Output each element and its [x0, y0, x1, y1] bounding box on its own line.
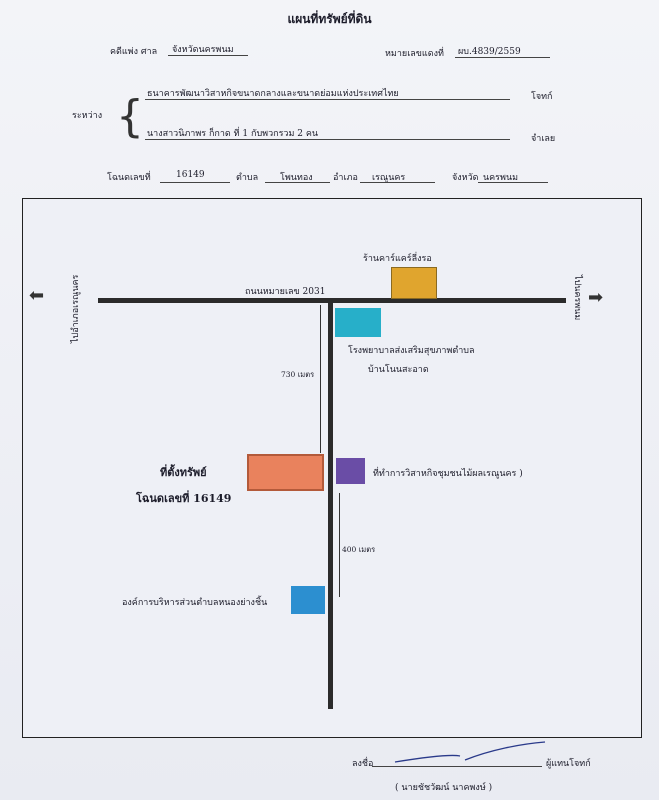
distance-label-2: 400 เมตร [342, 545, 376, 554]
side-road [328, 303, 333, 709]
property-label-1: ที่ตั้งทรัพย์ [160, 466, 207, 479]
between-label: ระหว่าง [72, 111, 103, 121]
property-label-2: โฉนดเลขที่ 16149 [136, 492, 232, 505]
district-value: เรณูนคร [372, 173, 406, 183]
sign-role: ผู้แทนโจทก์ [546, 759, 591, 769]
office-label: ที่ทำการวิสาหกิจชุมชนไม้ผลเรณูนคร ) [373, 469, 523, 479]
distance-label-1: 730 เมตร [281, 370, 315, 379]
deed-underline [160, 182, 230, 183]
province-value: นครพนม [483, 173, 519, 183]
arrow-left-icon: ⬅ [29, 285, 45, 306]
hospital-label-1: โรงพยาบาลส่งเสริมสุขภาพตำบล [348, 346, 475, 356]
distance-line-2 [339, 493, 340, 597]
signer-name: ( นายชัชวัฒน์ นาคพงษ์ ) [395, 783, 493, 793]
hospital-label-2: บ้านโนนสะอาด [368, 365, 429, 375]
sign-label: ลงชื่อ [352, 759, 374, 769]
subdistrict-underline [265, 182, 330, 183]
left-direction-label: ไปอำเภอเรณูนคร [71, 274, 81, 343]
defendant-role: จำเลย [531, 134, 556, 144]
plaintiff-role: โจทก์ [531, 92, 553, 102]
province-underline [478, 182, 548, 183]
district-label: อำเภอ [333, 173, 358, 183]
road-label: ถนนหมายเลข 2031 [245, 287, 326, 297]
main-road [98, 298, 566, 303]
case-label: หมายเลขแดงที่ [385, 49, 444, 59]
shop-marker [391, 267, 437, 299]
sao-label: องค์การบริหารส่วนตำบลหนองย่างชิ้น [122, 598, 268, 608]
right-direction-label: ไปนครพนม [572, 275, 582, 321]
distance-line-1 [320, 305, 321, 453]
sign-underline [372, 766, 542, 767]
hospital-marker [335, 308, 381, 337]
province-label: จังหวัด [452, 173, 479, 183]
court-label: คดีแพ่ง ศาล [110, 47, 158, 57]
case-underline [455, 57, 550, 58]
subdistrict-label: ตำบล [236, 173, 259, 183]
court-value: จังหวัดนครพนม [172, 45, 234, 55]
case-value: ผบ.4839/2559 [458, 47, 521, 57]
location-map: ⬅ ➡ ไปอำเภอเรณูนคร ไปนครพนม ถนนหมายเลข 2… [22, 198, 642, 738]
deed-label: โฉนดเลขที่ [107, 173, 151, 183]
plaintiff-underline [145, 99, 510, 100]
signature-image [394, 741, 546, 763]
plaintiff-name: ธนาคารพัฒนาวิสาหกิจขนาดกลางและขนาดย่อมแห… [147, 89, 399, 99]
shop-label: ร้านคาร์แคร์ลี่งรอ [363, 254, 432, 264]
brace-icon: { [116, 91, 144, 142]
document-title: แผนที่ทรัพย์ที่ดิน [287, 12, 372, 26]
sao-marker [291, 586, 325, 614]
defendant-underline [145, 139, 510, 140]
district-underline [360, 182, 435, 183]
court-underline [168, 55, 248, 56]
deed-value: 16149 [176, 170, 205, 180]
office-marker [336, 458, 365, 484]
arrow-right-icon: ➡ [588, 287, 604, 308]
property-marker [247, 454, 324, 491]
defendant-name: นางสาวนิภาพร ก็กาด ที่ 1 กับพวกรวม 2 คน [147, 129, 319, 139]
subdistrict-value: โพนทอง [280, 173, 313, 183]
